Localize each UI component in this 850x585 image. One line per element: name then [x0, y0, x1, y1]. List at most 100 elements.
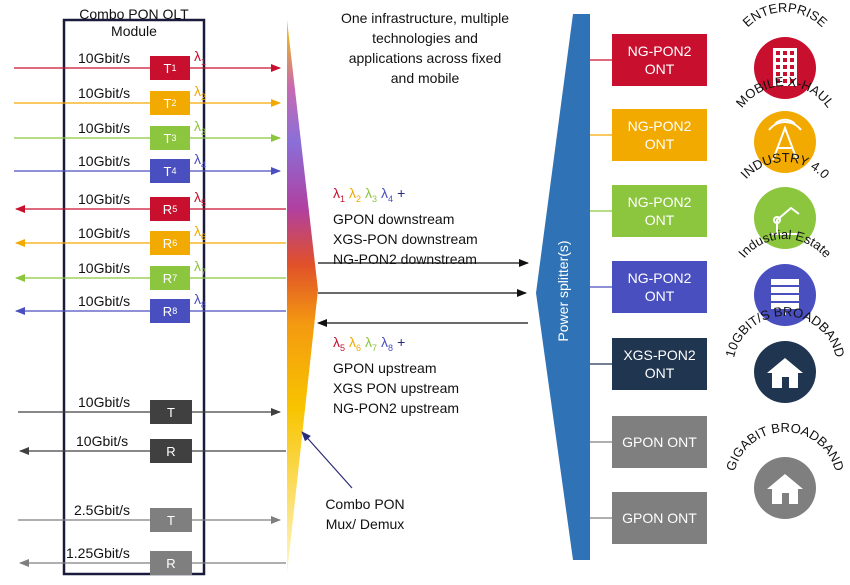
downstream-line-1: GPON downstream: [333, 210, 455, 227]
gpon-1-box: T: [150, 508, 192, 532]
xgs-1-rate: 10Gbit/s: [78, 394, 130, 410]
mux-label: Combo PON Mux/ Demux: [305, 494, 425, 534]
upstream-line-1: GPON upstream: [333, 359, 437, 376]
power-splitter-label: Power splitter(s): [555, 240, 571, 342]
lambda-symbol: λ: [194, 118, 201, 134]
ont-5-box: XGS-PON2 ONT: [612, 338, 707, 390]
application-6: GIGABIT BROADBAND: [723, 420, 847, 519]
lambda-sub: 6: [201, 231, 207, 242]
mux-label-line-2: Mux/ Demux: [325, 516, 405, 532]
gpon-tag: R: [166, 555, 176, 571]
xgs-rate-text: 10Gbit/s: [78, 394, 131, 410]
channel-tag: T: [163, 60, 172, 76]
channel-rate-text: 10Gbit/s: [78, 191, 131, 207]
lambda-sub: 8: [388, 342, 394, 353]
mux-pointer-line: [301, 431, 353, 489]
downstream-line-3: NG-PON2 downstream: [333, 250, 477, 267]
lambda-symbol: λ: [194, 151, 201, 167]
channel-tag-sub: 2: [171, 98, 177, 108]
application-2-badge: [754, 111, 816, 173]
channel-tag-sub: 7: [172, 273, 178, 283]
gpon-tag: T: [167, 512, 175, 528]
upstream-lambda-8: λ8: [381, 334, 394, 353]
downstream-lambda-2: λ2: [349, 185, 362, 204]
lambda-sub: 2: [201, 91, 207, 102]
upstream-lambda-7: λ7: [365, 334, 378, 353]
channel-tag-sub: 3: [171, 133, 177, 143]
lambda-sub: 1: [201, 56, 207, 67]
channel-8-rate: 10Gbit/s: [78, 293, 130, 309]
application-label-text: ENTERPRISE: [740, 0, 831, 30]
ont-7-box: GPON ONT: [612, 492, 707, 544]
upstream-lambda-6: λ6: [349, 334, 362, 353]
upstream-line-2: XGS PON upstream: [333, 379, 460, 396]
channel-3-rate: 10Gbit/s: [78, 120, 130, 136]
lambda-symbol: λ: [194, 189, 201, 205]
lambda-symbol: λ: [194, 223, 201, 239]
headline-line-3: applications across fixed: [348, 50, 502, 66]
channel-5-lambda: λ5: [194, 189, 206, 208]
lambda-sub: 1: [340, 193, 346, 204]
mux-demux-wedge: [287, 20, 318, 574]
lambda-sub: 8: [201, 299, 207, 310]
xgs-tag: R: [166, 443, 176, 459]
channel-tag: T: [163, 95, 172, 111]
lambda-sub: 3: [201, 126, 207, 137]
channel-4-rate: 10Gbit/s: [78, 153, 130, 169]
application-1-label: ENTERPRISE: [740, 0, 831, 30]
channel-tag: T: [163, 130, 172, 146]
olt-title-line1: Combo PON OLT: [79, 6, 189, 22]
lambda-sub: 7: [201, 266, 207, 277]
ont-1-box: NG-PON2 ONT: [612, 34, 707, 86]
gpon-rate-text: 2.5Gbit/s: [74, 502, 131, 518]
channel-8-lambda: λ8: [194, 291, 206, 310]
lambda-sub: 4: [388, 193, 394, 204]
ont-3-box: NG-PON2 ONT: [612, 185, 707, 237]
xgs-2-rate: 10Gbit/s: [76, 433, 128, 449]
lambda-sub: 6: [356, 342, 362, 353]
ont-6-box: GPON ONT: [612, 416, 707, 468]
lambda-sub: 5: [201, 197, 207, 208]
channel-7-lambda: λ7: [194, 258, 206, 277]
channel-rate-text: 10Gbit/s: [78, 153, 131, 169]
lambda-sub: 5: [340, 342, 346, 353]
olt-title: Combo PON OLT Module: [64, 6, 204, 40]
gpon-rate-text: 1.25Gbit/s: [66, 545, 130, 561]
ont-2-box: NG-PON2 ONT: [612, 109, 707, 161]
application-5: 10GBIT/S BROADBAND: [722, 304, 848, 403]
channel-tag-sub: 1: [171, 63, 177, 73]
channel-rate-text: 10Gbit/s: [78, 225, 131, 241]
mux-label-line-1: Combo PON: [325, 496, 405, 512]
olt-module-box: [62, 18, 206, 576]
lambda-sub: 2: [356, 193, 362, 204]
downstream-lambda-4: λ4: [381, 185, 394, 204]
antenna-tower-icon: [768, 118, 802, 161]
channel-tag: R: [162, 270, 173, 286]
lambda-symbol: λ: [194, 291, 201, 307]
upstream-plus: +: [397, 334, 406, 350]
lambda-symbol: λ: [194, 48, 201, 64]
gpon-1-rate: 2.5Gbit/s: [74, 502, 130, 518]
channel-tag-sub: 8: [172, 306, 178, 316]
channel-5-rate: 10Gbit/s: [78, 191, 130, 207]
lambda-sub: 7: [372, 342, 378, 353]
olt-title-line2: Module: [111, 23, 157, 39]
house-icon: [767, 474, 803, 504]
channel-rate-text: 10Gbit/s: [78, 293, 131, 309]
channel-rate-text: 10Gbit/s: [78, 120, 131, 136]
server-rack-icon: [771, 279, 799, 315]
gpon-2-rate: 1.25Gbit/s: [66, 545, 130, 561]
channel-rate-text: 10Gbit/s: [78, 260, 131, 276]
xgs-tag: T: [167, 404, 175, 420]
